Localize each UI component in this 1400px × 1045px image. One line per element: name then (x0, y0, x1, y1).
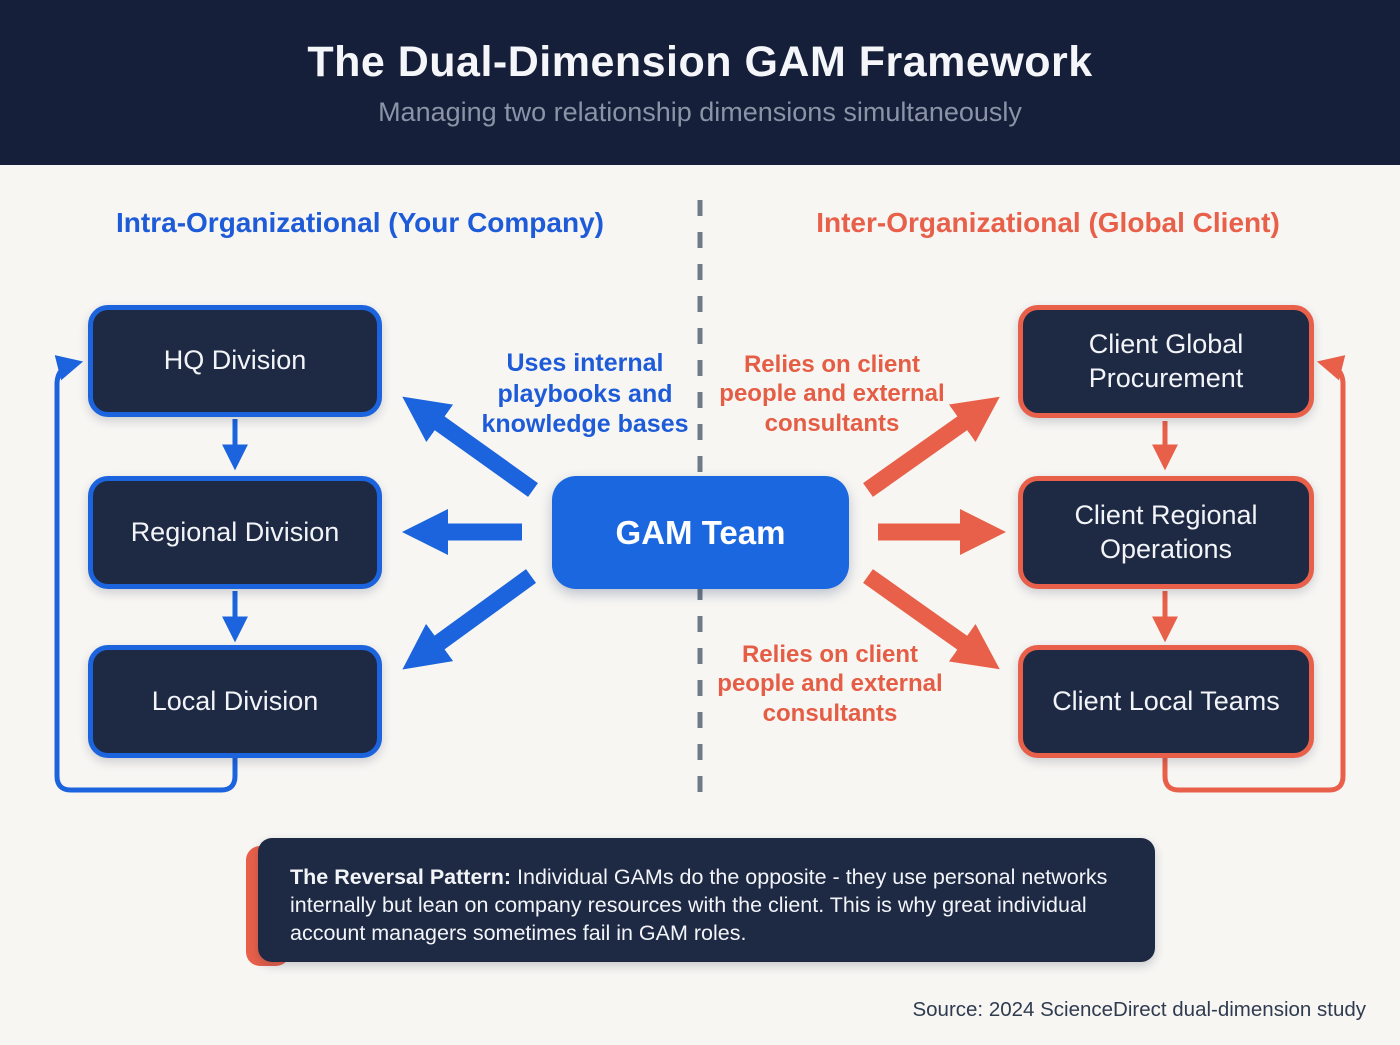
node-client-global-procurement: Client Global Procurement (1018, 305, 1314, 418)
section-title-inter-organizational: Inter-Organizational (Global Client) (816, 207, 1280, 238)
reversal-pattern-body: Individual GAMs do the opposite - they u… (290, 865, 1108, 945)
arrow-gam-to-client-procurement (863, 396, 1000, 497)
section-title-intra-organizational: Intra-Organizational (Your Company) (116, 207, 604, 238)
page-title: The Dual-Dimension GAM Framework (307, 37, 1093, 86)
arrow-gam-to-hq (402, 396, 538, 497)
node-client-local-teams-label: Client Local Teams (1052, 685, 1280, 716)
node-client-local-teams: Client Local Teams (1018, 645, 1314, 758)
reversal-pattern-note: The Reversal Pattern: Individual GAMs do… (258, 838, 1155, 962)
node-client-global-procurement-label: Client Global Procurement (1088, 328, 1244, 393)
annotation-client-reliance-bottom: Relies on client people and external con… (717, 641, 943, 727)
node-local-division-label: Local Division (151, 685, 319, 716)
node-gam-team-label: GAM Team (615, 513, 786, 551)
arrow-gam-to-local (402, 569, 536, 670)
node-hq-division: HQ Division (88, 305, 382, 417)
node-hq-division-label: HQ Division (163, 345, 307, 376)
loop-local-teams-to-procurement (1162, 355, 1346, 793)
page-subtitle: Managing two relationship dimensions sim… (378, 96, 1022, 127)
node-client-regional-operations-label: Client Regional Operations (1074, 499, 1258, 564)
annotation-internal-playbooks: Uses internal playbooks and knowledge ba… (481, 349, 689, 438)
node-client-regional-operations: Client Regional Operations (1018, 476, 1314, 589)
loop-local-to-hq (54, 355, 238, 793)
node-regional-division-label: Regional Division (130, 516, 340, 547)
node-gam-team: GAM Team (552, 476, 849, 589)
arrow-gam-to-client-local-teams (863, 569, 1000, 670)
header-band: The Dual-Dimension GAM Framework Managin… (0, 0, 1400, 165)
node-regional-division: Regional Division (88, 476, 382, 589)
reversal-pattern-lead: The Reversal Pattern: (290, 865, 512, 889)
annotation-client-reliance-top: Relies on client people and external con… (719, 351, 945, 437)
source-citation: Source: 2024 ScienceDirect dual-dimensio… (912, 998, 1366, 1021)
node-local-division: Local Division (88, 645, 382, 758)
